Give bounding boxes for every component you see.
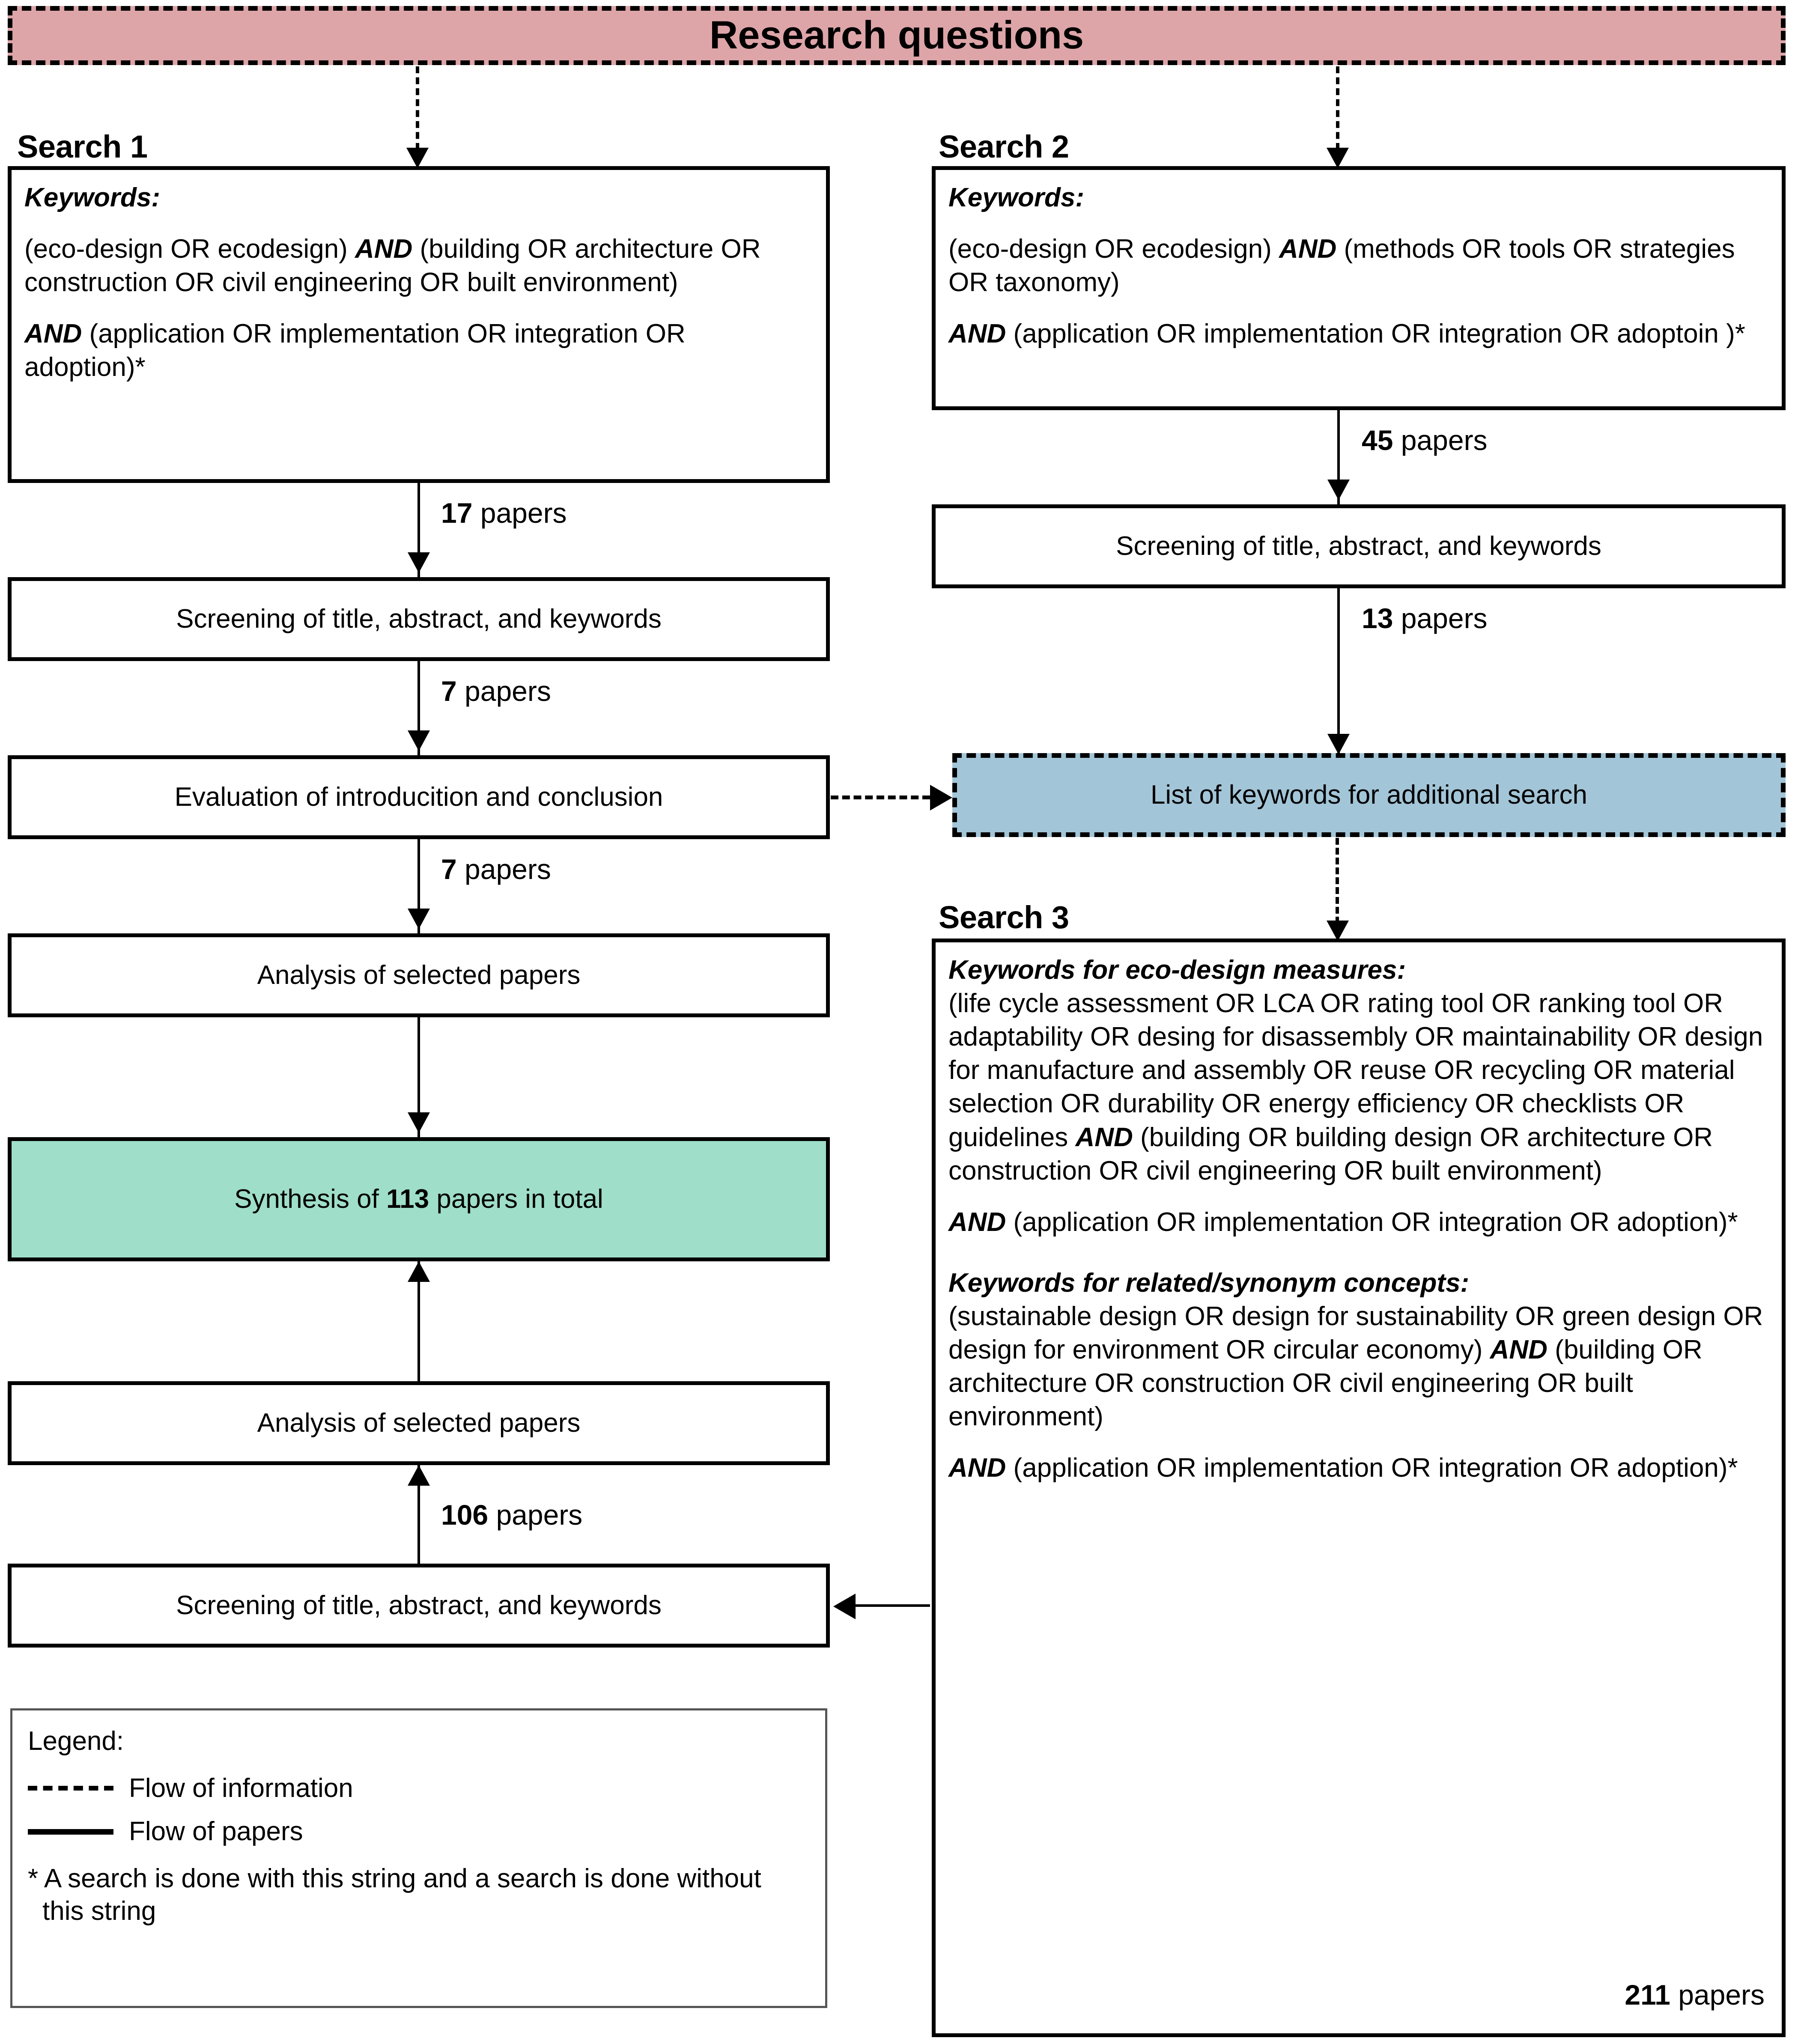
arrowhead-banner-to-search1 xyxy=(406,148,429,168)
keyword-list-label: List of keywords for additional search xyxy=(1150,780,1588,810)
edge-label-7-papers-b: 7 papers xyxy=(441,853,551,885)
search1-analysis-label: Analysis of selected papers xyxy=(257,960,581,990)
search1-heading: Search 1 xyxy=(17,129,148,164)
arrowhead-banner-to-search2 xyxy=(1327,148,1349,168)
search3-measures-query: (life cycle assessment OR LCA OR rating … xyxy=(948,989,1763,1186)
legend-footnote: * A search is done with this string and … xyxy=(28,1863,761,1926)
search1-keywords-label: Keywords: xyxy=(24,183,160,212)
flow-line-evaluation-to-analysis xyxy=(417,839,420,933)
dashed-connector-banner-to-search1 xyxy=(416,66,419,150)
dashed-line-icon xyxy=(28,1785,118,1791)
lower-analysis-label: Analysis of selected papers xyxy=(257,1408,581,1438)
dashed-connector-keyword-list-to-search3 xyxy=(1336,838,1339,924)
arrowhead-keyword-list-to-search3 xyxy=(1327,921,1349,941)
search1-analysis-box: Analysis of selected papers xyxy=(8,933,830,1017)
flow-line-search2-to-screening xyxy=(1337,410,1340,504)
legend-item-label: Flow of papers xyxy=(129,1817,303,1847)
search2-screening-box: Screening of title, abstract, and keywor… xyxy=(932,504,1786,588)
legend-title: Legend: xyxy=(28,1726,124,1756)
search3-measures-query-2: AND (application OR implementation OR in… xyxy=(948,1207,1738,1237)
edge-label-106-papers: 106 papers xyxy=(441,1499,583,1531)
search1-query-line-2: AND (application OR implementation OR in… xyxy=(24,319,686,382)
legend-box: Legend: Flow of information Flow of pape… xyxy=(10,1708,827,2008)
edge-label-211-papers: 211 papers xyxy=(1625,1979,1765,2011)
arrowhead-search1-to-screening xyxy=(408,552,430,573)
flow-line-screening-to-evaluation xyxy=(417,661,420,755)
search2-heading: Search 2 xyxy=(939,129,1069,164)
search2-keywords-label: Keywords: xyxy=(948,183,1084,212)
dashed-connector-evaluation-to-keyword-list xyxy=(831,796,930,799)
edge-label-13-papers: 13 papers xyxy=(1362,602,1488,634)
edge-label-7-papers-a: 7 papers xyxy=(441,675,551,707)
search1-query-line-1: (eco-design OR ecodesign) AND (building … xyxy=(24,234,761,298)
search2-query-line-2: AND (application OR implementation OR in… xyxy=(948,319,1745,349)
search1-evaluation-label: Evaluation of introducition and conclusi… xyxy=(174,782,663,812)
arrowhead-evaluation-to-analysis xyxy=(408,909,430,929)
arrowhead-search3-to-lower-screening xyxy=(833,1594,856,1619)
search1-screening-label: Screening of title, abstract, and keywor… xyxy=(176,604,662,634)
research-questions-title: Research questions xyxy=(709,13,1084,57)
arrowhead-search2-to-screening xyxy=(1327,480,1350,500)
search3-synonym-query: (sustainable design OR design for sustai… xyxy=(948,1301,1763,1432)
flow-line-search1-to-screening xyxy=(417,483,420,577)
arrowhead-analysis-to-synthesis xyxy=(408,1112,430,1133)
arrowhead-evaluation-to-keyword-list xyxy=(930,785,952,810)
legend-item-flow-of-papers: Flow of papers xyxy=(28,1815,810,1848)
lower-analysis-box: Analysis of selected papers xyxy=(8,1381,830,1465)
arrowhead-lower-analysis-to-synthesis xyxy=(408,1261,430,1282)
synthesis-box: Synthesis of 113 papers in total xyxy=(8,1137,830,1261)
keyword-list-box: List of keywords for additional search xyxy=(952,753,1786,837)
flow-line-lower-screening-to-analysis xyxy=(417,1465,420,1564)
synthesis-label: Synthesis of 113 papers in total xyxy=(234,1184,603,1214)
flow-line-search2-screening-to-keyword-list xyxy=(1337,588,1340,753)
flow-line-lower-analysis-to-synthesis xyxy=(417,1261,420,1381)
search3-measures-label: Keywords for eco-design measures: xyxy=(948,955,1406,985)
search3-synonym-query-2: AND (application OR implementation OR in… xyxy=(948,1453,1738,1483)
legend-item-flow-of-information: Flow of information xyxy=(28,1772,810,1805)
flow-line-analysis-to-synthesis xyxy=(417,1017,420,1137)
legend-item-label: Flow of information xyxy=(129,1773,353,1803)
dashed-connector-banner-to-search2 xyxy=(1336,66,1339,150)
search2-keywords-box: Keywords: (eco-design OR ecodesign) AND … xyxy=(932,166,1786,410)
edge-label-45-papers: 45 papers xyxy=(1362,424,1488,456)
search3-heading: Search 3 xyxy=(939,900,1069,935)
search2-query-line-1: (eco-design OR ecodesign) AND (methods O… xyxy=(948,234,1735,298)
search1-screening-box: Screening of title, abstract, and keywor… xyxy=(8,577,830,661)
search3-synonym-label: Keywords for related/synonym concepts: xyxy=(948,1268,1470,1298)
research-questions-banner: Research questions xyxy=(8,6,1786,65)
lower-screening-box: Screening of title, abstract, and keywor… xyxy=(8,1564,830,1648)
arrowhead-screening-to-evaluation xyxy=(408,730,430,751)
arrowhead-lower-screening-to-analysis xyxy=(408,1465,430,1486)
flow-line-search3-to-lower-screening xyxy=(856,1604,930,1607)
search1-keywords-box: Keywords: (eco-design OR ecodesign) AND … xyxy=(8,166,830,483)
arrowhead-search2-screening-to-keyword-list xyxy=(1327,734,1350,754)
edge-label-17-papers: 17 papers xyxy=(441,497,567,529)
search2-screening-label: Screening of title, abstract, and keywor… xyxy=(1116,531,1601,561)
solid-line-icon xyxy=(28,1829,118,1835)
search1-evaluation-box: Evaluation of introducition and conclusi… xyxy=(8,755,830,839)
search3-keywords-box: Keywords for eco-design measures: (life … xyxy=(932,939,1786,2037)
lower-screening-label: Screening of title, abstract, and keywor… xyxy=(176,1590,662,1620)
